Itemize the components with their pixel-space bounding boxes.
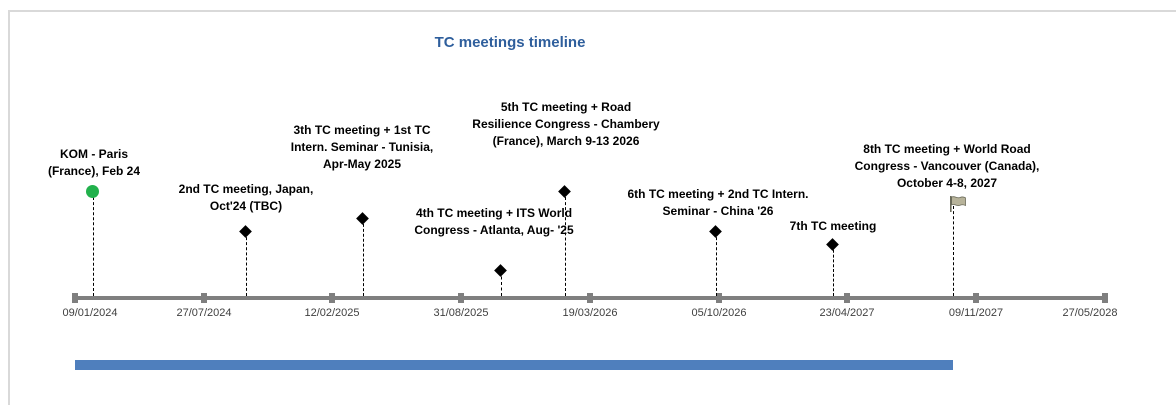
axis-tick	[1102, 293, 1108, 303]
chart-frame	[8, 10, 1176, 405]
tick-label: 09/01/2024	[62, 307, 118, 319]
event-stem	[565, 192, 566, 296]
event-stem	[246, 232, 247, 296]
tick-label: 23/04/2027	[819, 307, 875, 319]
event-stem	[716, 232, 717, 296]
event-stem	[501, 271, 502, 296]
event-stem	[93, 192, 94, 296]
axis-tick	[716, 293, 722, 303]
axis-tick	[329, 293, 335, 303]
flag-icon	[949, 196, 967, 217]
event-label-3th-tc: 3th TC meeting + 1st TC Intern. Seminar …	[290, 123, 434, 171]
event-label-kom: KOM - Paris (France), Feb 24	[47, 147, 141, 178]
tick-label: 19/03/2026	[562, 307, 618, 319]
event-stem	[833, 245, 834, 296]
event-label-7th-tc: 7th TC meeting	[789, 219, 877, 233]
span-bar	[75, 360, 953, 370]
axis-tick	[844, 293, 850, 303]
axis-tick	[458, 293, 464, 303]
axis-tick	[72, 293, 78, 303]
tick-label: 12/02/2025	[304, 307, 360, 319]
tick-label: 31/08/2025	[433, 307, 489, 319]
event-stem	[953, 206, 954, 296]
event-stem	[363, 219, 364, 296]
event-label-4th-tc: 4th TC meeting + ITS World Congress - At…	[414, 206, 574, 237]
green-circle-marker	[86, 185, 99, 198]
event-label-5th-tc: 5th TC meeting + Road Resilience Congres…	[472, 100, 660, 148]
axis-tick	[587, 293, 593, 303]
tick-label: 27/05/2028	[1062, 307, 1118, 319]
tick-label: 09/11/2027	[948, 307, 1004, 319]
event-label-2nd-tc: 2nd TC meeting, Japan, Oct'24 (TBC)	[178, 182, 314, 213]
tick-label: 05/10/2026	[691, 307, 747, 319]
event-label-6th-tc: 6th TC meeting + 2nd TC Intern. Seminar …	[627, 187, 809, 218]
event-label-8th-tc: 8th TC meeting + World Road Congress - V…	[854, 142, 1040, 190]
axis-tick	[973, 293, 979, 303]
chart-title: TC meetings timeline	[434, 34, 586, 51]
tick-label: 27/07/2024	[176, 307, 232, 319]
axis-tick	[201, 293, 207, 303]
